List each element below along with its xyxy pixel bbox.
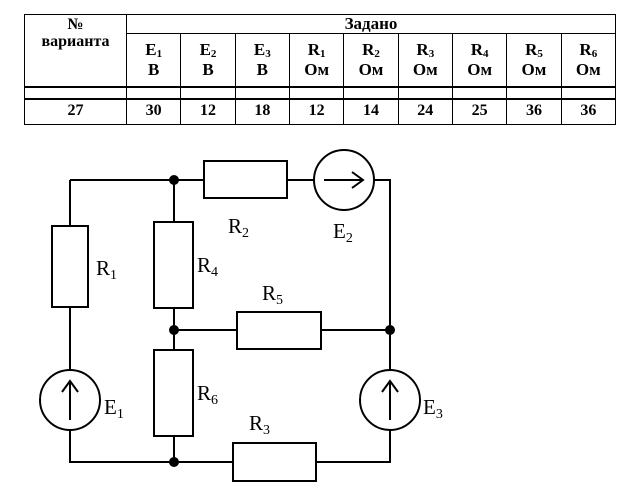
label-r4: R4 [197,253,218,280]
column-unit: В [202,59,214,79]
column-unit: Ом [467,59,493,79]
resistor-r3 [232,442,317,482]
variant-number-cell: 27 [24,97,127,125]
column-unit: В [256,59,268,79]
value-cell-e2: 12 [180,97,236,125]
variant-header-line2: варианта [41,32,110,50]
value-cell-r6: 36 [560,97,617,125]
value-cell-e1: 30 [125,97,182,125]
source-e3 [359,369,421,431]
value-cell-r1: 12 [288,97,345,125]
column-symbol: R6 [579,40,598,61]
wire-top-right [374,179,391,370]
column-symbol: R3 [416,40,435,61]
node-middle-left [169,325,179,335]
column-unit: Ом [521,59,547,79]
column-unit: Ом [304,59,330,79]
resistor-r5 [236,311,322,350]
table-spacer-row [24,85,617,100]
column-symbol: E2 [199,40,217,61]
column-symbol: R2 [362,40,380,61]
label-r1: R1 [96,256,117,283]
variant-number-header: № варианта [24,13,127,88]
column-symbol: R1 [307,40,326,61]
column-symbol: R5 [525,40,543,61]
column-unit: Ом [412,59,438,79]
value-cell-r5: 36 [506,97,562,125]
column-symbol: E1 [145,40,163,61]
column-unit: В [147,59,160,79]
resistor-r2 [203,160,288,199]
node-bottom [169,457,179,467]
source-e1 [39,369,101,431]
e2-arrow-icon [324,171,365,189]
column-unit: Ом [575,59,601,79]
e1-arrow-icon [61,379,79,420]
source-e2 [313,149,375,211]
column-symbol: E3 [253,40,271,61]
value-cell-r4: 25 [451,97,508,125]
value-cell-e3: 18 [234,97,290,125]
variant-header-line1: № [67,16,84,33]
given-header: Задано [126,14,616,34]
label-e1: E1 [104,395,124,422]
wire-bottom-right [316,430,391,463]
label-r5: R5 [262,281,283,308]
label-r2: R2 [228,214,249,241]
column-unit: Ом [358,59,384,79]
resistor-r6 [153,349,194,437]
value-cell-r3: 24 [397,97,453,125]
resistor-r4 [153,221,194,309]
column-symbol: R4 [470,40,489,61]
e3-arrow-icon [381,379,399,420]
node-middle-right [385,325,395,335]
label-r3: R3 [249,411,270,438]
label-e2: E2 [333,219,353,246]
node-top [169,175,179,185]
wire-left-lower [69,430,233,463]
label-e3: E3 [423,395,443,422]
resistor-r1 [51,225,89,308]
label-r6: R6 [197,381,218,408]
value-cell-r2: 14 [343,97,399,125]
